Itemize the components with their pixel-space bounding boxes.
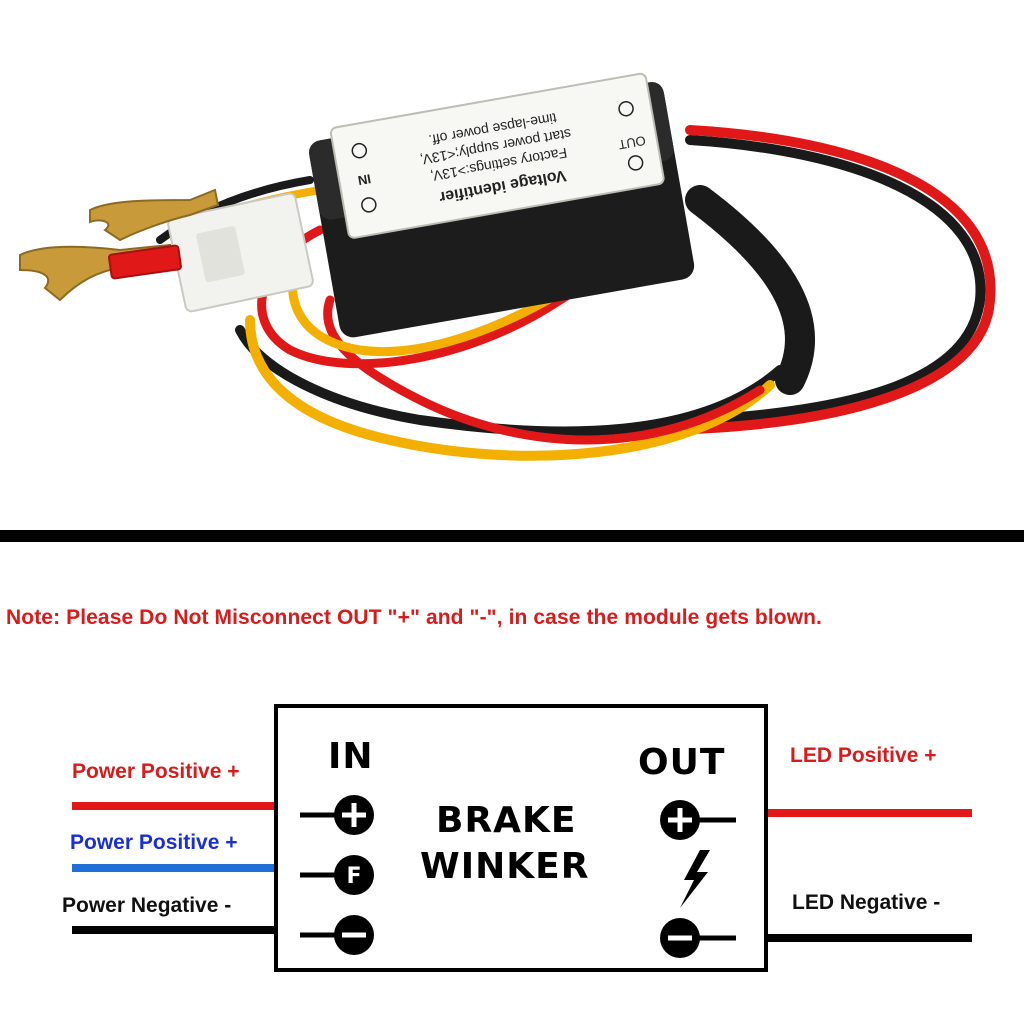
section-divider [0,530,1024,542]
product-photo: Voltage identifier Factory settings:>13V… [19,72,996,461]
diagram-in-label: IN [328,736,374,777]
in-plus-icon [300,795,374,835]
module-plus-icon [351,142,368,159]
module-out-minus-icon [618,100,634,117]
plug-connector [167,192,314,313]
label-led-positive: LED Positive + [790,744,937,767]
label-led-negative: LED Negative - [792,891,941,914]
out-plus-icon [660,800,736,840]
module-box: Voltage identifier Factory settings:>13V… [309,72,695,338]
in-minus-icon [300,915,374,955]
label-power-positive-red: Power Positive + [72,760,240,783]
in-f-icon: F [300,855,374,895]
lightning-icon [680,850,710,908]
label-power-positive-blue: Power Positive + [70,831,238,854]
wiring-diagram: F IN OUT BRAKE WINKER Power Positive + P… [0,690,1024,990]
center-label-brake: BRAKE [436,800,577,841]
module-f-icon [361,197,377,213]
svg-text:F: F [346,864,361,889]
label-power-negative: Power Negative - [62,894,232,917]
warning-note: Note: Please Do Not Misconnect OUT "+" a… [6,606,822,629]
out-minus-icon [660,918,736,958]
diagram-out-label: OUT [638,742,726,783]
module-out-label: OUT [617,133,647,153]
module-in-label: IN [357,171,372,188]
module-out-plus-icon [627,155,644,171]
spade-terminals [19,188,220,302]
center-label-winker: WINKER [420,846,590,887]
